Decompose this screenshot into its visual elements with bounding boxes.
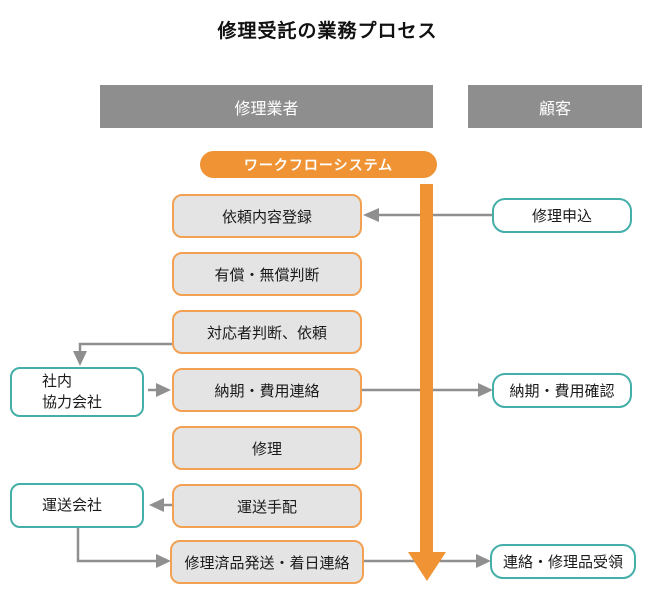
- process-step-paid-or-free-judgment: 有償・無償判断: [172, 252, 362, 296]
- customer-action-delivery-cost-confirmation: 納期・費用確認: [492, 373, 632, 408]
- process-step-shipped-arrival-notice: 修理済品発送・着日連絡: [170, 540, 364, 584]
- arrow-application-to-registration: [363, 208, 492, 222]
- lane-header-repair-vendor: 修理業者: [100, 85, 433, 128]
- process-step-repair: 修理: [172, 426, 362, 470]
- partner-box-internal-cooperating-company: 社内 協力会社: [10, 367, 144, 417]
- customer-action-repair-application: 修理申込: [492, 198, 632, 233]
- partner-box-shipping-company: 運送会社: [10, 483, 144, 528]
- process-step-delivery-cost-notice: 納期・費用連絡: [172, 368, 362, 412]
- partner-internal-line1: 社内: [42, 373, 73, 390]
- arrow-internal-partner-to-notice: [148, 383, 171, 397]
- arrow-arrangement-to-shipper: [149, 498, 172, 512]
- arrow-shipper-to-shipped-notice: [76, 528, 171, 568]
- arrow-judgment-to-internal-partner: [73, 342, 172, 366]
- process-step-assignee-judgment: 対応者判断、依頼: [172, 310, 362, 354]
- workflow-flow-arrow: [408, 184, 446, 581]
- lane-header-customer: 顧客: [468, 85, 642, 128]
- partner-internal-line2: 協力会社: [42, 394, 103, 411]
- process-step-shipping-arrangement: 運送手配: [172, 484, 362, 528]
- page-title: 修理受託の業務プロセス: [217, 21, 438, 42]
- customer-action-receive-repaired-item: 連絡・修理品受領: [490, 544, 636, 579]
- process-step-request-registration: 依頼内容登録: [172, 194, 362, 238]
- workflow-system-pill: ワークフローシステム: [200, 151, 437, 178]
- partner-shipping-label: 運送会社: [42, 497, 103, 514]
